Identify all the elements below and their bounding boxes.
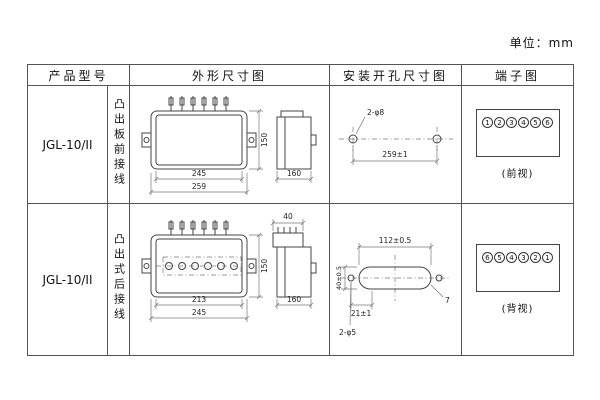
wiring-type-label: 凸出式后接线 (112, 232, 126, 323)
terminal-circle: 1 (542, 252, 553, 263)
relay-front-view (141, 110, 256, 169)
dim-corner-radius: 7 (445, 296, 450, 305)
dim-width-inner: 213 (191, 295, 206, 304)
dim-depth: 160 (286, 295, 301, 304)
terminal-circle: 5 (494, 252, 505, 263)
terminal-circle: 1 (482, 117, 493, 128)
terminal-circle: 3 (518, 252, 529, 263)
centerlines (338, 126, 453, 151)
mounting-slot (347, 266, 442, 289)
header-row: 产品型号 外形尺寸图 安装开孔尺寸图 端子图 (27, 64, 574, 86)
terminal-circle: 6 (482, 252, 493, 263)
terminal-circle: 2 (494, 117, 505, 128)
centerlines (340, 254, 451, 301)
terminal-circle: 6 (542, 117, 553, 128)
header-mounting: 安装开孔尺寸图 (329, 64, 462, 86)
table-row: JGL-10/II 凸出板前接线 (27, 85, 574, 204)
dim-slot-width: 112±0.5 (378, 236, 411, 245)
outline-drawing-cell: 245 259 150 160 (129, 85, 330, 204)
terminal-circle: 4 (518, 117, 529, 128)
model-number: JGL-10/II (27, 203, 108, 356)
dim-height: 150 (260, 132, 269, 147)
dim-hole-offset: 21±1 (350, 309, 371, 318)
outline-drawing-cell: 213 245 150 40 160 (129, 203, 330, 356)
terminal-pins (168, 95, 228, 111)
terminal-diagram-cell: 6 5 4 3 2 1 (背视) (461, 203, 574, 356)
outline-drawing-rear: 213 245 150 40 160 (141, 212, 316, 322)
wiring-type-cell: 凸出板前接线 (107, 85, 130, 204)
wiring-type-label: 凸出板前接线 (112, 97, 126, 188)
dim-height: 150 (260, 258, 269, 273)
dim-width-inner: 245 (191, 169, 206, 178)
dim-slot-height: 40±0.5 (335, 265, 343, 289)
terminal-circle: 4 (506, 252, 517, 263)
unit-label: 单位：mm (509, 36, 574, 50)
dim-hole-label: 2-φ5 (339, 328, 356, 337)
dimension-lines (350, 116, 439, 165)
terminal-diagram-cell: 1 2 3 4 5 6 (前视) (461, 85, 574, 204)
dimension-lines (148, 108, 313, 195)
dimension-lines (148, 218, 313, 322)
spec-table: 产品型号 外形尺寸图 安装开孔尺寸图 端子图 JGL-10/II 凸出板前接线 (27, 64, 574, 356)
mounting-holes (348, 134, 441, 143)
dimension-lines (340, 242, 443, 325)
header-model: 产品型号 (27, 64, 130, 86)
terminal-panel: 6 5 4 3 2 1 (475, 244, 560, 292)
terminal-circle: 3 (506, 117, 517, 128)
terminal-panel: 1 2 3 4 5 6 (475, 109, 560, 157)
relay-side-view (272, 226, 316, 297)
mounting-drawing-cell: 112±0.5 40±0.5 21±1 2-φ5 7 (329, 203, 462, 356)
dim-width-outer: 259 (191, 182, 206, 191)
outline-drawing-front: 245 259 150 160 (141, 95, 316, 195)
dim-depth: 160 (286, 169, 301, 178)
view-label: (前视) (501, 169, 534, 180)
header-outline: 外形尺寸图 (129, 64, 330, 86)
view-label: (背视) (501, 304, 534, 315)
wiring-type-cell: 凸出式后接线 (107, 203, 130, 356)
terminal-pins (168, 219, 228, 235)
relay-side-view (276, 110, 316, 169)
dim-block: 40 (283, 212, 293, 221)
dim-hole-span: 259±1 (382, 150, 408, 159)
header-terminal: 端子图 (461, 64, 574, 86)
dim-width-outer: 245 (191, 308, 206, 317)
model-number: JGL-10/II (27, 85, 108, 204)
stud-centerlines (155, 256, 242, 275)
table-row: JGL-10/II 凸出式后接线 (27, 203, 574, 356)
dim-hole-label: 2-φ8 (367, 108, 384, 117)
terminal-circle: 5 (530, 117, 541, 128)
mounting-drawing-cell: 2-φ8 259±1 (329, 85, 462, 204)
mounting-drawing-rear: 112±0.5 40±0.5 21±1 2-φ5 7 (335, 236, 451, 337)
mounting-drawing-front: 2-φ8 259±1 (338, 108, 453, 165)
terminal-circle: 2 (530, 252, 541, 263)
